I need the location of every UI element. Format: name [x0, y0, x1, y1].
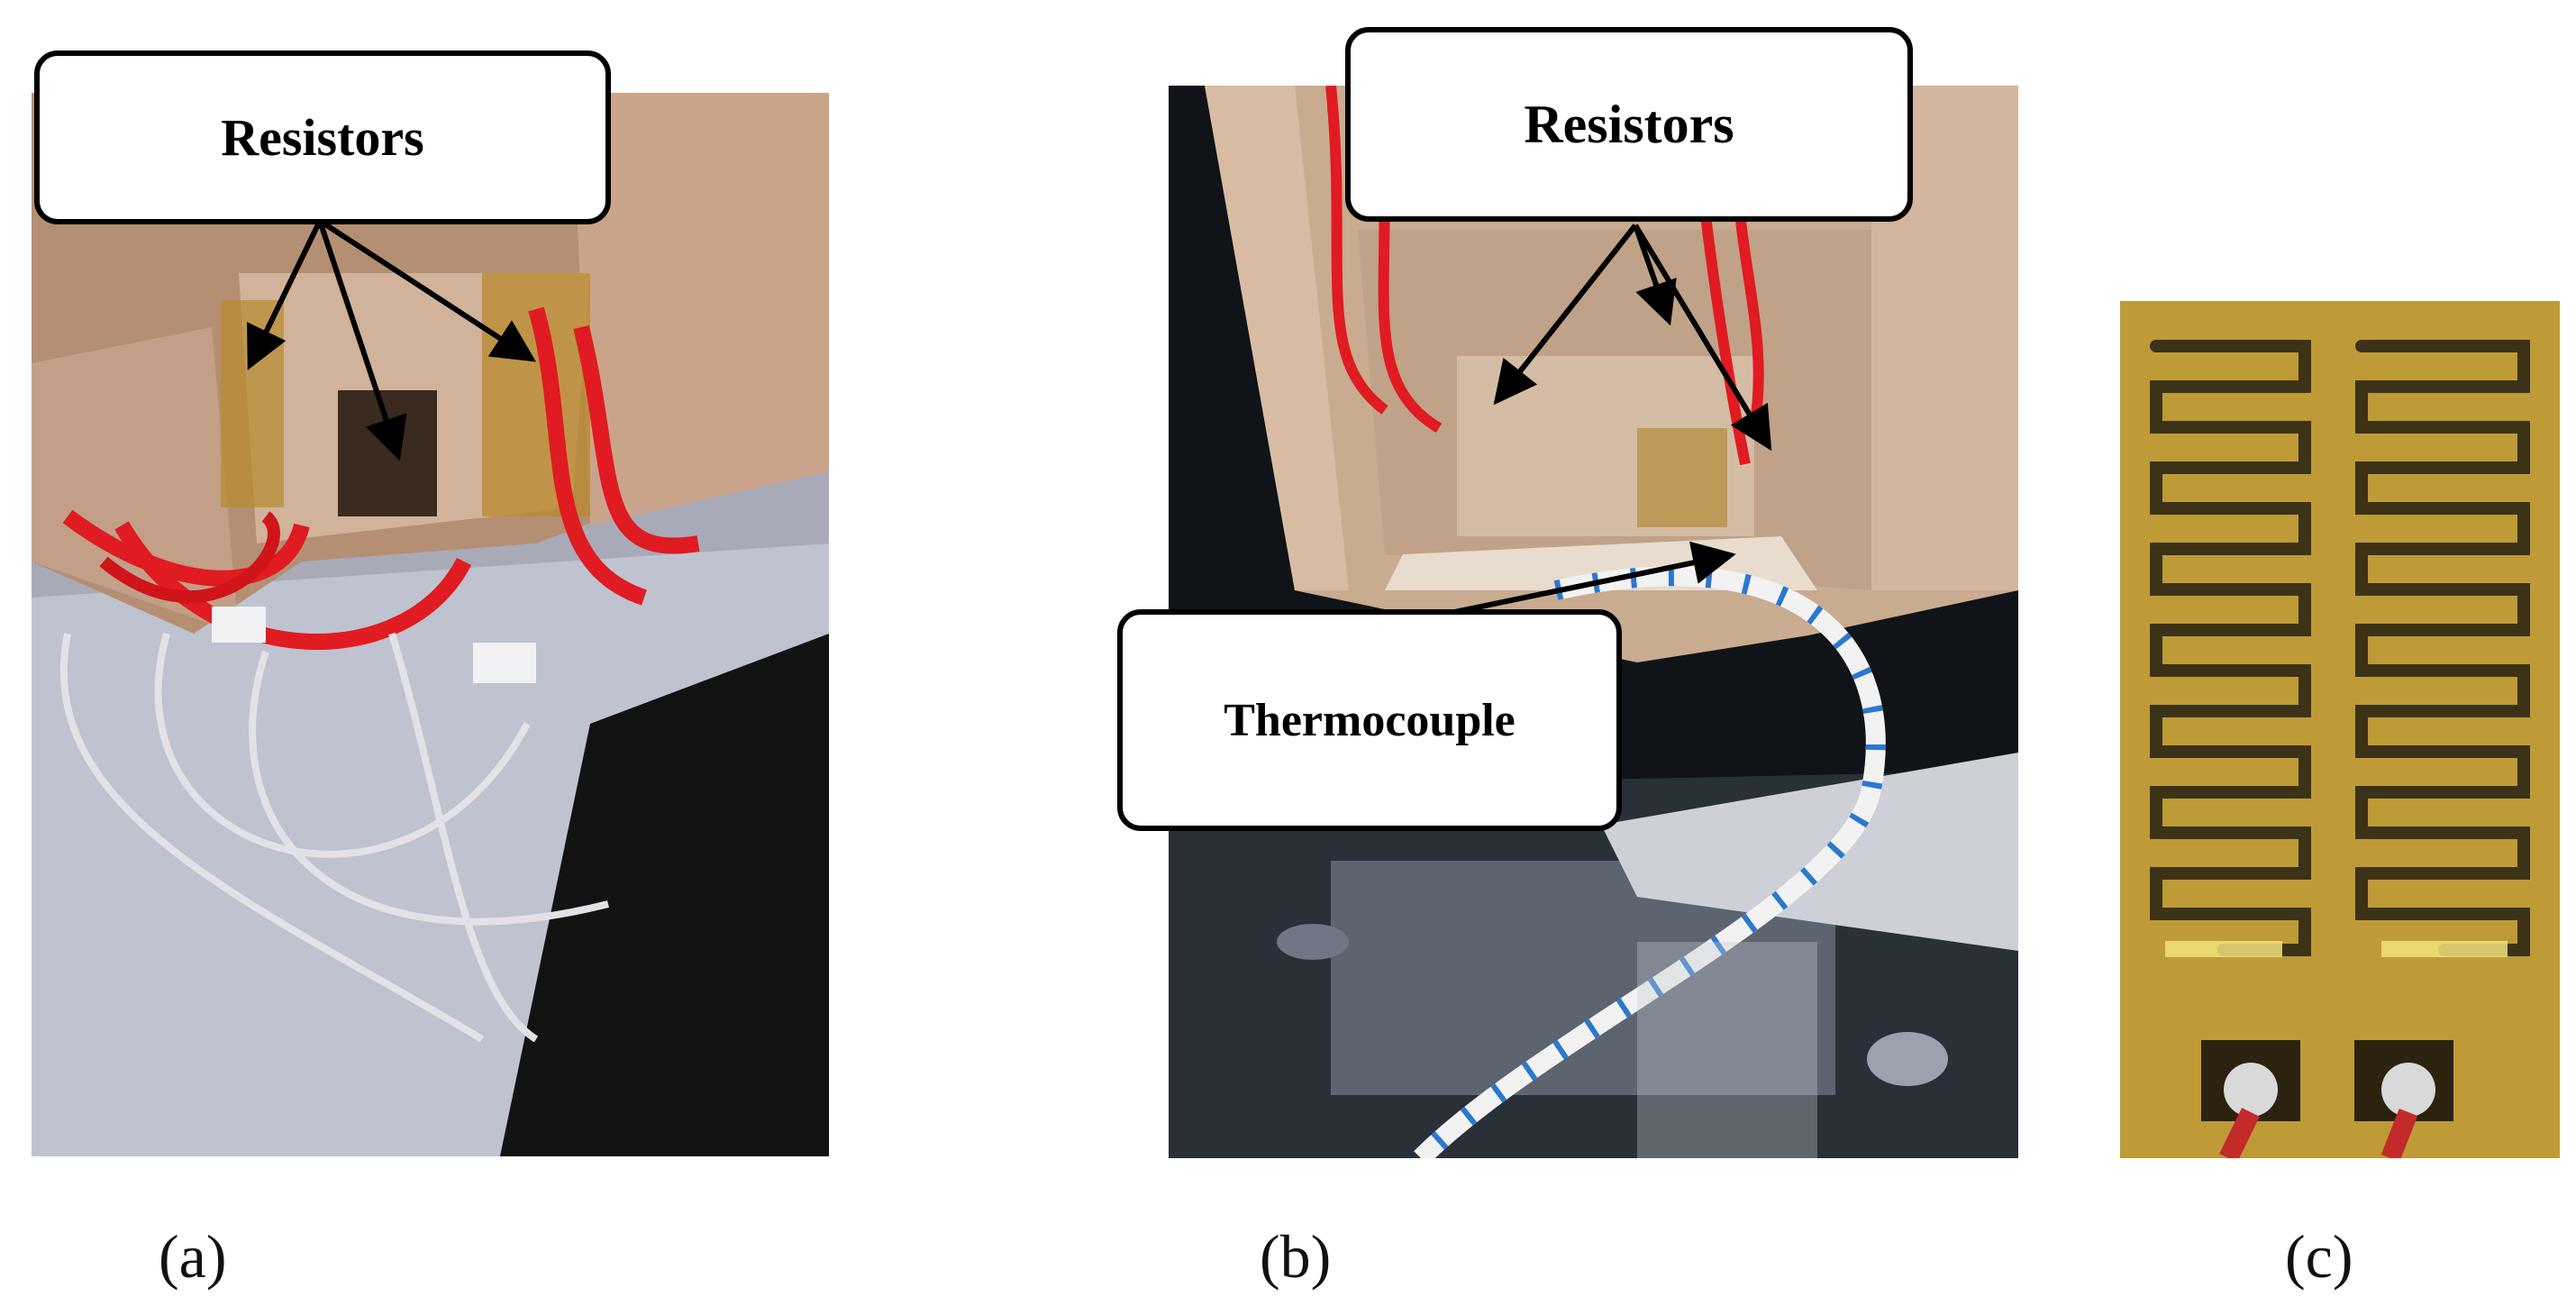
caption-a: (a) — [159, 1222, 227, 1291]
caption-c: (c) — [2285, 1222, 2353, 1291]
caption-b: (b) — [1260, 1222, 1332, 1291]
callout-resistors-b: Resistors — [1345, 27, 1913, 222]
callout-resistors-a: Resistors — [34, 50, 611, 224]
photo-a — [32, 93, 829, 1156]
callout-thermocouple: Thermocouple — [1117, 609, 1622, 831]
photo-c — [2120, 301, 2560, 1158]
